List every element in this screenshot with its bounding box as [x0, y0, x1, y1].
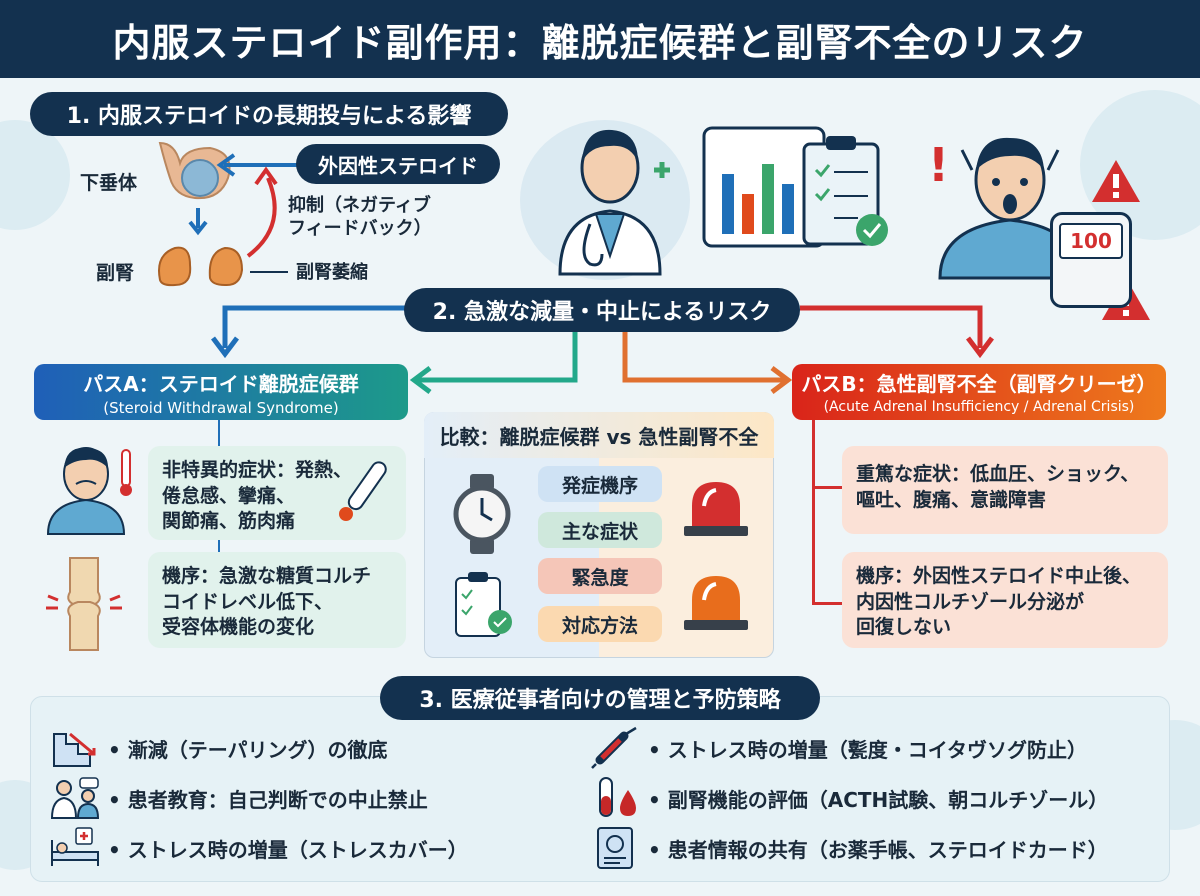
pituitary-icon: [158, 141, 231, 200]
comparison-item-urgency: 緊急度: [538, 558, 662, 594]
distressed-patient-icon: [938, 137, 1082, 280]
strategy-label: • 漸減（テーパリング）の徹底: [108, 737, 388, 762]
arrow-left-icon: [216, 153, 302, 177]
card-line: 内因性コルチゾール分泌が: [856, 590, 1085, 613]
comparison-item-symptoms: 主な症状: [538, 512, 662, 548]
section1-heading: 1. 内服ステロイドの長期投与による影響: [30, 92, 508, 136]
flow-arrows: [211, 305, 994, 394]
path-b-title: パスB：急性副腎不全（副腎クリーゼ）: [801, 372, 1157, 396]
path-b-connector: [812, 420, 815, 604]
card-line: 非特異的症状：発熱、: [162, 459, 353, 481]
page-title: 内服ステロイド副作用：離脱症候群と副腎不全のリスク: [0, 0, 1200, 78]
strategy-education: • 患者教育：自己判断での中止禁止: [50, 776, 428, 820]
path-b-subtitle: (Acute Adrenal Insufficiency / Adrenal C…: [823, 399, 1135, 415]
card-line: 関節痛、筋肉痛: [162, 510, 296, 533]
atrophy-connector: [250, 271, 288, 273]
strategy-adrenal-eval: • 副腎機能の評価（ACTH試験、朝コルチゾール）: [590, 776, 1108, 820]
strategy-label: • 患者教育：自己判断での中止禁止: [108, 787, 428, 812]
adrenal-gland-icon: [158, 246, 244, 287]
pituitary-label: 下垂体: [80, 172, 138, 194]
syringe-icon: [591, 726, 637, 769]
comparison-item-onset: 発症機序: [538, 466, 662, 502]
path-b-mechanism-card: 機序：外因性ステロイド中止後、 内因性コルチゾール分泌が 回復しない: [842, 552, 1168, 648]
path-a-subtitle: (Steroid Withdrawal Syndrome): [103, 399, 339, 417]
card-line: 嘔吐、腹痛、意識障害: [856, 488, 1047, 511]
section3-heading: 3. 医療従事者向けの管理と予防策略: [380, 676, 820, 720]
warning-icon: [1092, 160, 1140, 202]
arrow-down-icon: [188, 208, 208, 236]
siren-icon: [684, 576, 748, 630]
path-a-mechanism-card: 機序：急激な糖質コルチ コイドレベル低下、 受容体機能の変化: [148, 552, 406, 648]
strategy-taper: • 漸減（テーパリング）の徹底: [50, 726, 388, 770]
strategy-stress-dose: • ストレス時の増量（甏度・コイタヴソグ防止）: [590, 726, 1087, 770]
suppression-line: 抑制（ネガティブ: [288, 195, 431, 216]
steroid-card-icon: [597, 827, 633, 869]
strategy-info-share: • 患者情報の共有（お薬手帳、ステロイドカード）: [590, 826, 1108, 870]
card-line: 回復しない: [856, 616, 952, 639]
path-a-title: パスA：ステロイド離脱症候群: [83, 372, 359, 396]
blood-tube-icon: [599, 777, 636, 817]
blood-pressure-monitor-icon: 100: [1050, 212, 1132, 308]
background-blob: [0, 120, 70, 230]
doctor-icon: [558, 129, 670, 276]
sick-person-icon: [46, 447, 132, 535]
suppression-arrow: [246, 166, 278, 258]
taper-steps-icon: [53, 732, 96, 767]
checklist-icon: [455, 572, 512, 637]
comparison-title: 比較：離脱症候群 vs 急性副腎不全: [424, 412, 774, 458]
card-line: 倦怠感、攣痛、: [162, 484, 296, 507]
path-b-branch: [812, 486, 844, 489]
path-b-branch: [812, 602, 844, 605]
alert-exclamation-icon: !: [928, 138, 949, 192]
bp-readout: 100: [1059, 223, 1123, 259]
path-a-header: パスA：ステロイド離脱症候群 (Steroid Withdrawal Syndr…: [34, 364, 408, 420]
card-line: 機序：急激な糖質コルチ: [162, 565, 372, 587]
comparison-item-management: 対応方法: [538, 606, 662, 642]
strategy-label: • 副腎機能の評価（ACTH試験、朝コルチゾール）: [648, 787, 1109, 812]
strategy-label: • ストレス時の増量（甏度・コイタヴソグ防止）: [648, 737, 1087, 762]
atrophy-label: 副腎萎縮: [296, 262, 368, 283]
strategy-stress-cover: • ストレス時の増量（ストレスカバー）: [50, 826, 468, 870]
section2-heading: 2. 急激な減量・中止によるリスク: [404, 288, 800, 332]
card-line: コイドレベル低下、: [162, 590, 334, 613]
card-line: 受容体機能の変化: [162, 616, 315, 639]
path-b-symptoms-card: 重篤な症状：低血圧、ショック、 嘔吐、腹痛、意識障害: [842, 446, 1168, 534]
exogenous-steroid-label: 外因性ステロイド: [296, 144, 500, 184]
path-b-header: パスB：急性副腎不全（副腎クリーゼ） (Acute Adrenal Insuff…: [792, 364, 1166, 420]
siren-icon: [684, 482, 748, 536]
patient-education-icon: [50, 777, 100, 819]
watch-icon: [453, 474, 511, 554]
hospital-bed-icon: [51, 827, 99, 866]
card-line: 重篤な症状：低血圧、ショック、: [856, 463, 1140, 485]
suppression-label: 抑制（ネガティブ フィードバック）: [288, 194, 432, 241]
card-line: 機序：外因性ステロイド中止後、: [856, 565, 1142, 587]
thermometer-icon: [339, 461, 387, 521]
strategy-label: • ストレス時の増量（ストレスカバー）: [108, 837, 468, 862]
suppression-line: フィードバック）: [288, 218, 432, 240]
chart-clipboard-icon: [702, 126, 888, 248]
strategy-label: • 患者情報の共有（お薬手帳、ステロイドカード）: [648, 837, 1108, 862]
knee-joint-icon: [46, 557, 122, 651]
adrenal-label: 副腎: [96, 262, 135, 284]
